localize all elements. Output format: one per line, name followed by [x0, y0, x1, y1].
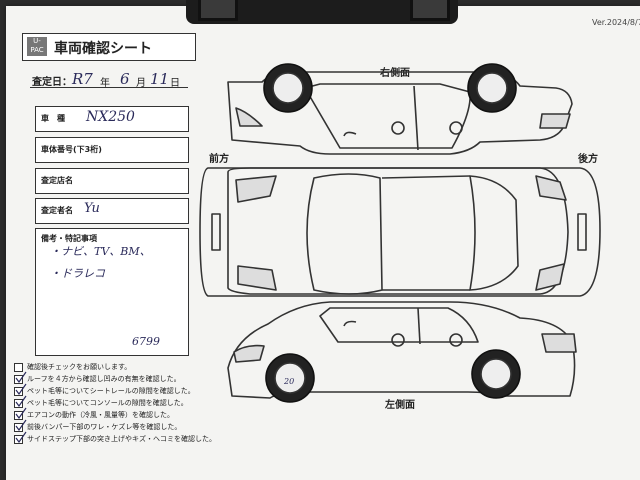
- wheel-icon: [263, 63, 517, 113]
- date-month-unit: 月: [136, 78, 146, 89]
- clip-ring-right: [410, 0, 450, 21]
- checkbox[interactable]: [14, 434, 23, 444]
- field-inspector-name[interactable]: 査定者名 Yu: [35, 198, 189, 224]
- check-marks: [15, 371, 27, 444]
- checkbox[interactable]: [14, 362, 23, 372]
- checkbox[interactable]: [14, 386, 23, 396]
- sheet-title: 車両確認シート: [54, 41, 152, 57]
- header-box: [22, 33, 196, 61]
- car-top-view[interactable]: [199, 167, 601, 297]
- field-store-name[interactable]: 査定店名: [35, 168, 189, 194]
- brand-logo: U-PAC: [27, 37, 47, 56]
- tire-mark: 20: [283, 377, 294, 386]
- date-era: R7: [72, 70, 93, 88]
- checklist-item-bumper: 前後バンパー下部のワレ・ケズレ等を確認した。: [14, 422, 181, 432]
- checklist-item-side-step: サイドステップ下部の突き上げやキズ・ヘコミを確認した。: [14, 434, 216, 444]
- date-month: 6: [120, 70, 130, 88]
- remarks-line-1: ・ナビ、TV、BM、: [50, 245, 151, 258]
- remarks-box[interactable]: 備考・特記事項 ・ナビ、TV、BM、 ・ドラレコ 6799: [35, 228, 189, 356]
- car-right-side-view[interactable]: [227, 71, 573, 155]
- label-front: 前方: [209, 154, 229, 165]
- checkbox[interactable]: [14, 422, 23, 432]
- date-label: 査定日：: [32, 77, 72, 88]
- clip-ring-left: [198, 0, 238, 21]
- checklist-instruction: 確認後チェックをお願いします。: [14, 362, 131, 372]
- label-rear: 後方: [578, 154, 598, 165]
- inspector-signature: Yu: [84, 201, 100, 216]
- checklist-item-seat-rail: ペット毛等についてシートレールの隙間を確認した。: [14, 386, 195, 396]
- date-underline: [30, 87, 188, 88]
- checkbox[interactable]: [14, 410, 23, 420]
- date-day-unit: 日: [170, 78, 180, 89]
- car-left-side-view[interactable]: [227, 301, 577, 399]
- remarks-line-2: ・ドラレコ: [50, 267, 105, 280]
- checklist-item-console: ペット毛等についてコンソールの隙間を確認した。: [14, 398, 188, 408]
- checkbox[interactable]: [14, 374, 23, 384]
- checklist-item-roof: ルーフを４方から確認し凹みの有無を確認した。: [14, 374, 181, 384]
- label-right-side: 右側面: [380, 68, 410, 79]
- label-left-side: 左側面: [385, 400, 415, 411]
- date-day: 11: [150, 70, 170, 88]
- wheel-icon: [265, 349, 521, 403]
- version-label: Ver.2024/8/7: [592, 18, 640, 27]
- field-model[interactable]: 車 種 NX250: [35, 106, 189, 132]
- checkbox[interactable]: [14, 398, 23, 408]
- checklist-item-aircon: エアコンの動作（冷風・風量等）を確認した。: [14, 410, 174, 420]
- remarks-code: 6799: [132, 335, 160, 348]
- field-chassis-number[interactable]: 車体番号(下3桁): [35, 137, 189, 163]
- date-year-unit: 年: [100, 78, 110, 89]
- model-value: NX250: [86, 109, 135, 125]
